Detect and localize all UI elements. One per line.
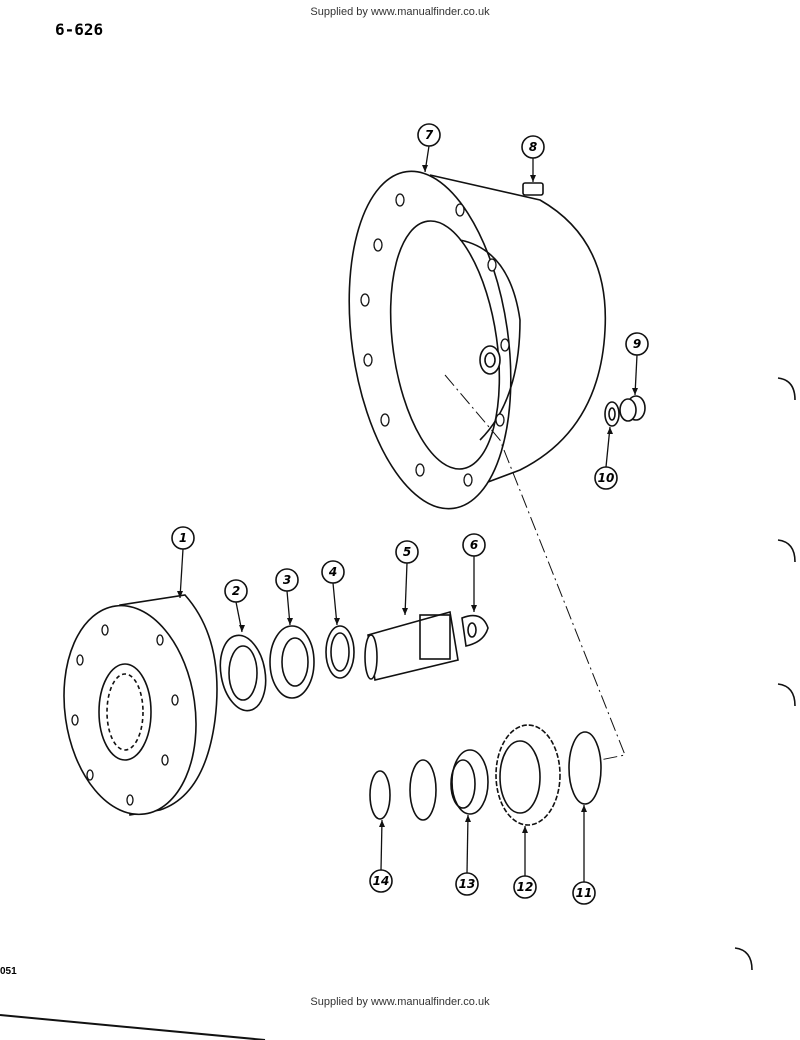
leader-line [380, 819, 383, 871]
callout-3: 3 [275, 568, 299, 626]
callout-circle [513, 875, 537, 899]
leader-line [466, 814, 469, 874]
retainer-part-6 [461, 614, 489, 647]
bolt-part-8 [522, 182, 544, 196]
arrowhead-icon [607, 427, 613, 434]
callout-circle [455, 872, 479, 896]
callout-2: 2 [224, 579, 248, 633]
callout-5: 5 [395, 540, 419, 616]
callout-circle [594, 466, 618, 490]
snap-ring-part-11 [568, 731, 602, 805]
bearing-part-13 [450, 749, 489, 815]
supplied-by-footer: Supplied by www.manualfinder.co.uk [310, 996, 490, 1008]
callout-label: 6 [470, 538, 478, 552]
callout-1: 1 [171, 526, 195, 599]
callout-label: 9 [633, 337, 641, 351]
binder-marks [734, 377, 796, 971]
arrowhead-icon [334, 618, 340, 625]
callout-6: 6 [462, 533, 486, 612]
page-number: 6-626 [55, 20, 104, 39]
callout-circle [369, 869, 393, 893]
callout-label: 3 [283, 573, 291, 587]
callout-13: 13 [455, 814, 479, 896]
leader-line [404, 562, 408, 616]
leader-line [179, 548, 184, 599]
callout-circle [521, 135, 545, 159]
arrowhead-icon [471, 605, 477, 612]
callout-label: 1 [179, 531, 187, 545]
arrowhead-icon [632, 388, 638, 395]
figure-number: 051 [0, 966, 17, 977]
callout-label: 11 [576, 886, 593, 900]
callout-8: 8 [521, 135, 545, 182]
callout-7: 7 [417, 123, 441, 173]
shaft-part-5 [364, 610, 459, 681]
callout-4: 4 [321, 560, 345, 626]
callout-label: 10 [598, 471, 615, 485]
callout-11: 11 [572, 805, 596, 905]
callout-circle [395, 540, 419, 564]
bearing-part-3 [269, 625, 315, 699]
snap-ring-part-14 [369, 759, 437, 821]
callout-circle [572, 881, 596, 905]
supplied-by-header: Supplied by www.manualfinder.co.uk [310, 6, 490, 18]
washer-part-10 [604, 401, 620, 427]
callout-circle [321, 560, 345, 584]
callout-label: 13 [459, 877, 476, 891]
callout-label: 12 [517, 880, 534, 894]
callout-label: 2 [232, 584, 240, 598]
callout-circle [224, 579, 248, 603]
callout-circle [462, 533, 486, 557]
thrust-washer-part-2 [219, 634, 267, 712]
callout-circle [171, 526, 195, 550]
callout-label: 8 [529, 140, 537, 154]
arrowhead-icon [530, 175, 536, 182]
callout-circle [275, 568, 299, 592]
callout-label: 14 [373, 874, 390, 888]
arrowhead-icon [239, 625, 245, 632]
page-edge-line [0, 1014, 266, 1040]
arrowhead-icon [379, 820, 385, 827]
callout-14: 14 [369, 819, 393, 893]
housing-part-7 [348, 170, 607, 510]
arrowhead-icon [465, 815, 471, 822]
callout-10: 10 [594, 426, 618, 490]
callout-9: 9 [625, 332, 649, 396]
callout-circle [625, 332, 649, 356]
center-line [444, 374, 626, 761]
hub-part-1 [63, 594, 218, 816]
arrowhead-icon [422, 165, 428, 172]
callout-label: 4 [328, 565, 337, 579]
callout-12: 12 [513, 826, 537, 899]
plug-part-9 [619, 395, 646, 422]
callout-circle [417, 123, 441, 147]
snap-ring-part-4 [325, 625, 355, 679]
arrowhead-icon [581, 805, 587, 812]
callout-label: 5 [403, 545, 411, 559]
arrowhead-icon [287, 618, 293, 625]
arrowhead-icon [177, 591, 183, 598]
arrowhead-icon [402, 608, 408, 615]
arrowhead-icon [522, 826, 528, 833]
callout-label: 7 [425, 128, 434, 142]
gear-part-12 [495, 724, 561, 826]
